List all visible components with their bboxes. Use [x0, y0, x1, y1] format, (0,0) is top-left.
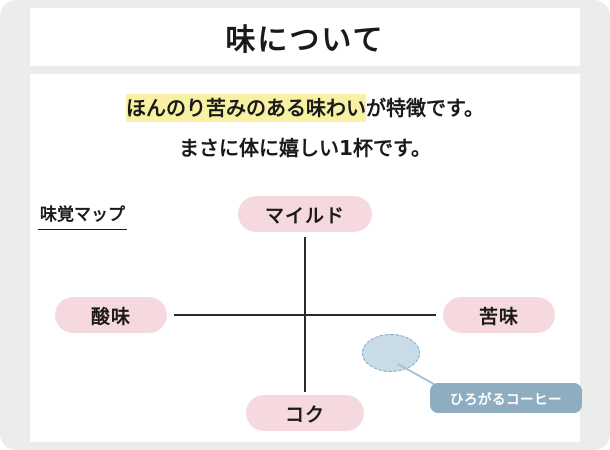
axis-label-mild: マイルド [238, 196, 372, 232]
taste-position-marker [362, 334, 420, 372]
horizontal-axis-line [174, 314, 436, 316]
axis-label-acidity: 酸味 [55, 297, 167, 333]
description-line1: ほんのり苦みのある味わいが特徴です。 [0, 88, 610, 128]
product-tag: ひろがるコーヒー [430, 383, 582, 413]
page-title: 味について [225, 23, 385, 58]
description-line2: まさに体に嬉しい1杯です。 [179, 136, 431, 160]
taste-map-label: 味覚マップ [38, 200, 127, 230]
axis-label-bitterness: 苦味 [443, 297, 555, 333]
description-line1-rest: が特徴です。 [366, 96, 484, 120]
axis-label-koku: コク [246, 395, 364, 431]
description-highlight: ほんのり苦みのある味わい [126, 94, 366, 122]
title-bar: 味について [30, 8, 580, 66]
description: ほんのり苦みのある味わいが特徴です。 まさに体に嬉しい1杯です。 [0, 88, 610, 168]
